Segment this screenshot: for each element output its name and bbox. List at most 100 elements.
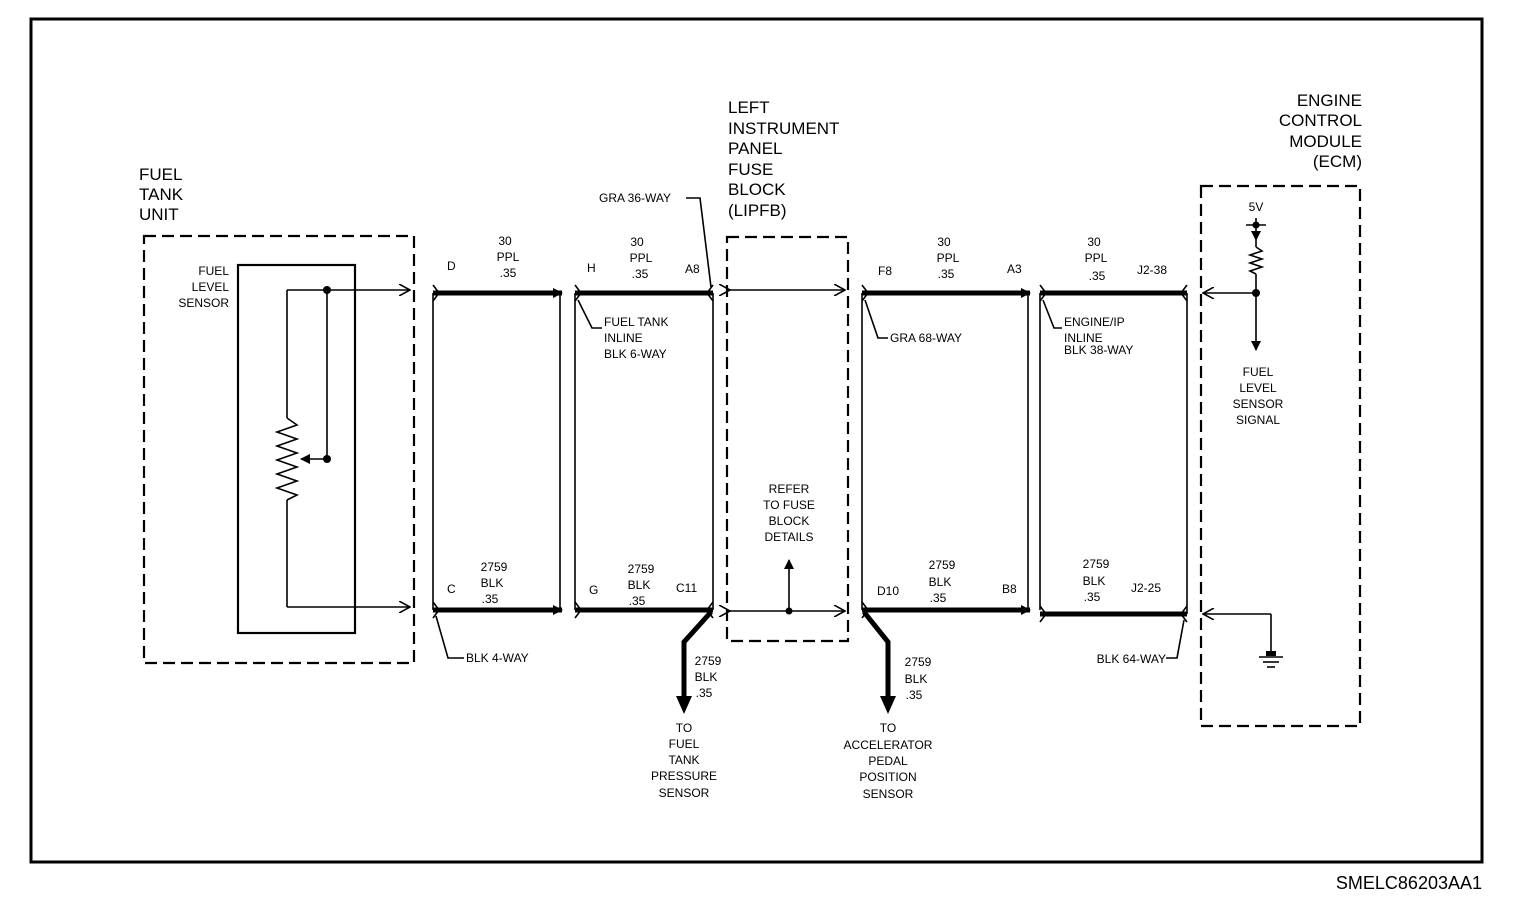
ecm-signal-4: SIGNAL bbox=[1236, 413, 1280, 427]
wire3-gnd-circuit: 2759 bbox=[929, 558, 956, 572]
branch1-color: BLK bbox=[695, 670, 718, 684]
fuel-tank-unit: FUEL TANK UNIT FUEL LEVEL SENSOR bbox=[139, 165, 416, 665]
branch2-size: .35 bbox=[906, 688, 923, 702]
wire1-sig-size: .35 bbox=[500, 266, 517, 280]
pullup-resistor-icon bbox=[1246, 218, 1266, 293]
fuel-tank-unit-box bbox=[142, 234, 416, 665]
wire3-sig-color: PPL bbox=[937, 251, 960, 265]
voltage-label: 5V bbox=[1249, 200, 1264, 214]
branch2-circuit: 2759 bbox=[905, 655, 932, 669]
fuel-tank-unit-label-1: FUEL bbox=[139, 165, 182, 184]
ecm-label-4: (ECM) bbox=[1313, 152, 1362, 171]
connector-fuel-tank-inline-2: INLINE bbox=[604, 331, 643, 345]
wire4-sig-size: .35 bbox=[1089, 269, 1106, 283]
dest-accel-pedal-4: POSITION bbox=[859, 770, 916, 784]
dest-fuel-tank-pressure-3: TANK bbox=[668, 753, 699, 767]
figure-id: SMELC86203AA1 bbox=[1336, 873, 1482, 893]
wire4-gnd-color: BLK bbox=[1083, 574, 1106, 588]
dest-fuel-tank-pressure-1: TO bbox=[676, 721, 692, 735]
fuel-level-sensor-box bbox=[236, 263, 357, 635]
pin-f8: F8 bbox=[878, 264, 892, 278]
pin-a3: A3 bbox=[1007, 262, 1022, 276]
fuel-level-sensor-label-1: FUEL bbox=[198, 264, 229, 278]
connector-gra-36-way: GRA 36-WAY bbox=[599, 191, 671, 205]
wire2-gnd-size: .35 bbox=[629, 594, 646, 608]
branch1-circuit: 2759 bbox=[695, 654, 722, 668]
ecm-label-1: ENGINE bbox=[1297, 91, 1362, 110]
fuse-details-2: TO FUSE bbox=[763, 498, 815, 512]
fuel-tank-unit-label-2: TANK bbox=[139, 185, 184, 204]
wire3-gnd-color: BLK bbox=[929, 575, 952, 589]
wire1-sig-color: PPL bbox=[497, 250, 520, 264]
branch1-size: .35 bbox=[696, 686, 713, 700]
dest-accel-pedal-1: TO bbox=[880, 721, 896, 735]
lipfb-label-5: BLOCK bbox=[728, 180, 786, 199]
fuel-level-sensor-label-2: LEVEL bbox=[192, 280, 230, 294]
dest-accel-pedal-5: SENSOR bbox=[863, 787, 914, 801]
wire2-sig-gauge: 30 bbox=[630, 235, 644, 249]
harness-segment-4: J2-38 J2-25 30 PPL .35 2759 BLK .35 ENGI… bbox=[1039, 235, 1188, 666]
harness-segment-3: F8 D10 A3 B8 30 PPL .35 2759 BLK .35 GRA… bbox=[844, 235, 1031, 801]
connector-fuel-tank-inline-1: FUEL TANK bbox=[604, 315, 668, 329]
ecm-box bbox=[1199, 184, 1362, 728]
ecm: ENGINE CONTROL MODULE (ECM) 5V FUEL LEVE… bbox=[1199, 91, 1362, 728]
lipfb-label-3: PANEL bbox=[728, 139, 783, 158]
ecm-signal-1: FUEL bbox=[1243, 365, 1274, 379]
wire3-sig-gauge: 30 bbox=[937, 235, 951, 249]
fuel-tank-unit-label-3: UNIT bbox=[139, 205, 179, 224]
lipfb-label-6: (LIPFB) bbox=[728, 201, 787, 220]
pin-h: H bbox=[587, 261, 596, 275]
pin-j2-38: J2-38 bbox=[1137, 263, 1167, 277]
wire4-gnd-circuit: 2759 bbox=[1083, 557, 1110, 571]
wire3-gnd-size: .35 bbox=[930, 591, 947, 605]
wire1-gnd-circuit: 2759 bbox=[481, 560, 508, 574]
lipfb-label-2: INSTRUMENT bbox=[728, 119, 839, 138]
fuse-details-1: REFER bbox=[769, 482, 810, 496]
pin-c11: C11 bbox=[676, 581, 697, 595]
wire1-gnd-color: BLK bbox=[481, 576, 504, 590]
dest-fuel-tank-pressure-5: SENSOR bbox=[659, 786, 710, 800]
pin-g: G bbox=[589, 583, 598, 597]
dest-fuel-tank-pressure-4: PRESSURE bbox=[651, 769, 717, 783]
ecm-signal-3: SENSOR bbox=[1233, 397, 1284, 411]
harness-segment-1: D C 30 PPL .35 2759 BLK .35 BLK 4-WAY bbox=[432, 234, 563, 665]
connector-blk-64-way: BLK 64-WAY bbox=[1097, 652, 1166, 666]
dest-fuel-tank-pressure-2: FUEL bbox=[669, 737, 700, 751]
ground-icon bbox=[1203, 614, 1283, 668]
wire4-sig-color: PPL bbox=[1085, 251, 1108, 265]
diagram-border bbox=[29, 17, 1484, 864]
lipfb-label-4: FUSE bbox=[728, 160, 773, 179]
potentiometer-icon bbox=[274, 286, 410, 607]
pin-a8: A8 bbox=[685, 262, 700, 276]
harness-segment-2: H G A8 C11 30 PPL .35 2759 BLK .35 FUEL … bbox=[574, 191, 722, 800]
wire1-sig-gauge: 30 bbox=[498, 234, 512, 248]
wire1-gnd-size: .35 bbox=[482, 592, 499, 606]
connector-engine-ip-inline-2: INLINE bbox=[1064, 331, 1103, 345]
pin-d10: D10 bbox=[877, 584, 899, 598]
dest-accel-pedal-2: ACCELERATOR bbox=[844, 738, 933, 752]
pin-b8: B8 bbox=[1002, 582, 1017, 596]
fuel-level-sensor-label-3: SENSOR bbox=[178, 296, 229, 310]
wire2-gnd-color: BLK bbox=[628, 578, 651, 592]
connector-engine-ip-inline-1: ENGINE/IP bbox=[1064, 315, 1125, 329]
dest-accel-pedal-3: PEDAL bbox=[868, 754, 908, 768]
connector-gra-68-way: GRA 68-WAY bbox=[890, 331, 962, 345]
connector-blk-4-way: BLK 4-WAY bbox=[466, 651, 529, 665]
lipfb-box bbox=[725, 235, 850, 643]
wire4-sig-gauge: 30 bbox=[1087, 235, 1101, 249]
pin-d: D bbox=[447, 259, 456, 273]
ecm-label-3: MODULE bbox=[1289, 132, 1362, 151]
wire2-gnd-circuit: 2759 bbox=[628, 562, 655, 576]
lipfb-label-1: LEFT bbox=[728, 98, 770, 117]
wire2-sig-size: .35 bbox=[632, 267, 649, 281]
wire3-sig-size: .35 bbox=[938, 267, 955, 281]
ecm-signal-2: LEVEL bbox=[1239, 381, 1277, 395]
lipfb: LEFT INSTRUMENT PANEL FUSE BLOCK (LIPFB)… bbox=[725, 98, 850, 643]
branch2-color: BLK bbox=[905, 672, 928, 686]
connector-engine-ip-inline-3: BLK 38-WAY bbox=[1064, 343, 1133, 357]
pin-c: C bbox=[447, 582, 456, 596]
ecm-label-2: CONTROL bbox=[1279, 111, 1362, 130]
fuse-details-3: BLOCK bbox=[769, 514, 810, 528]
fuse-details-4: DETAILS bbox=[764, 530, 813, 544]
